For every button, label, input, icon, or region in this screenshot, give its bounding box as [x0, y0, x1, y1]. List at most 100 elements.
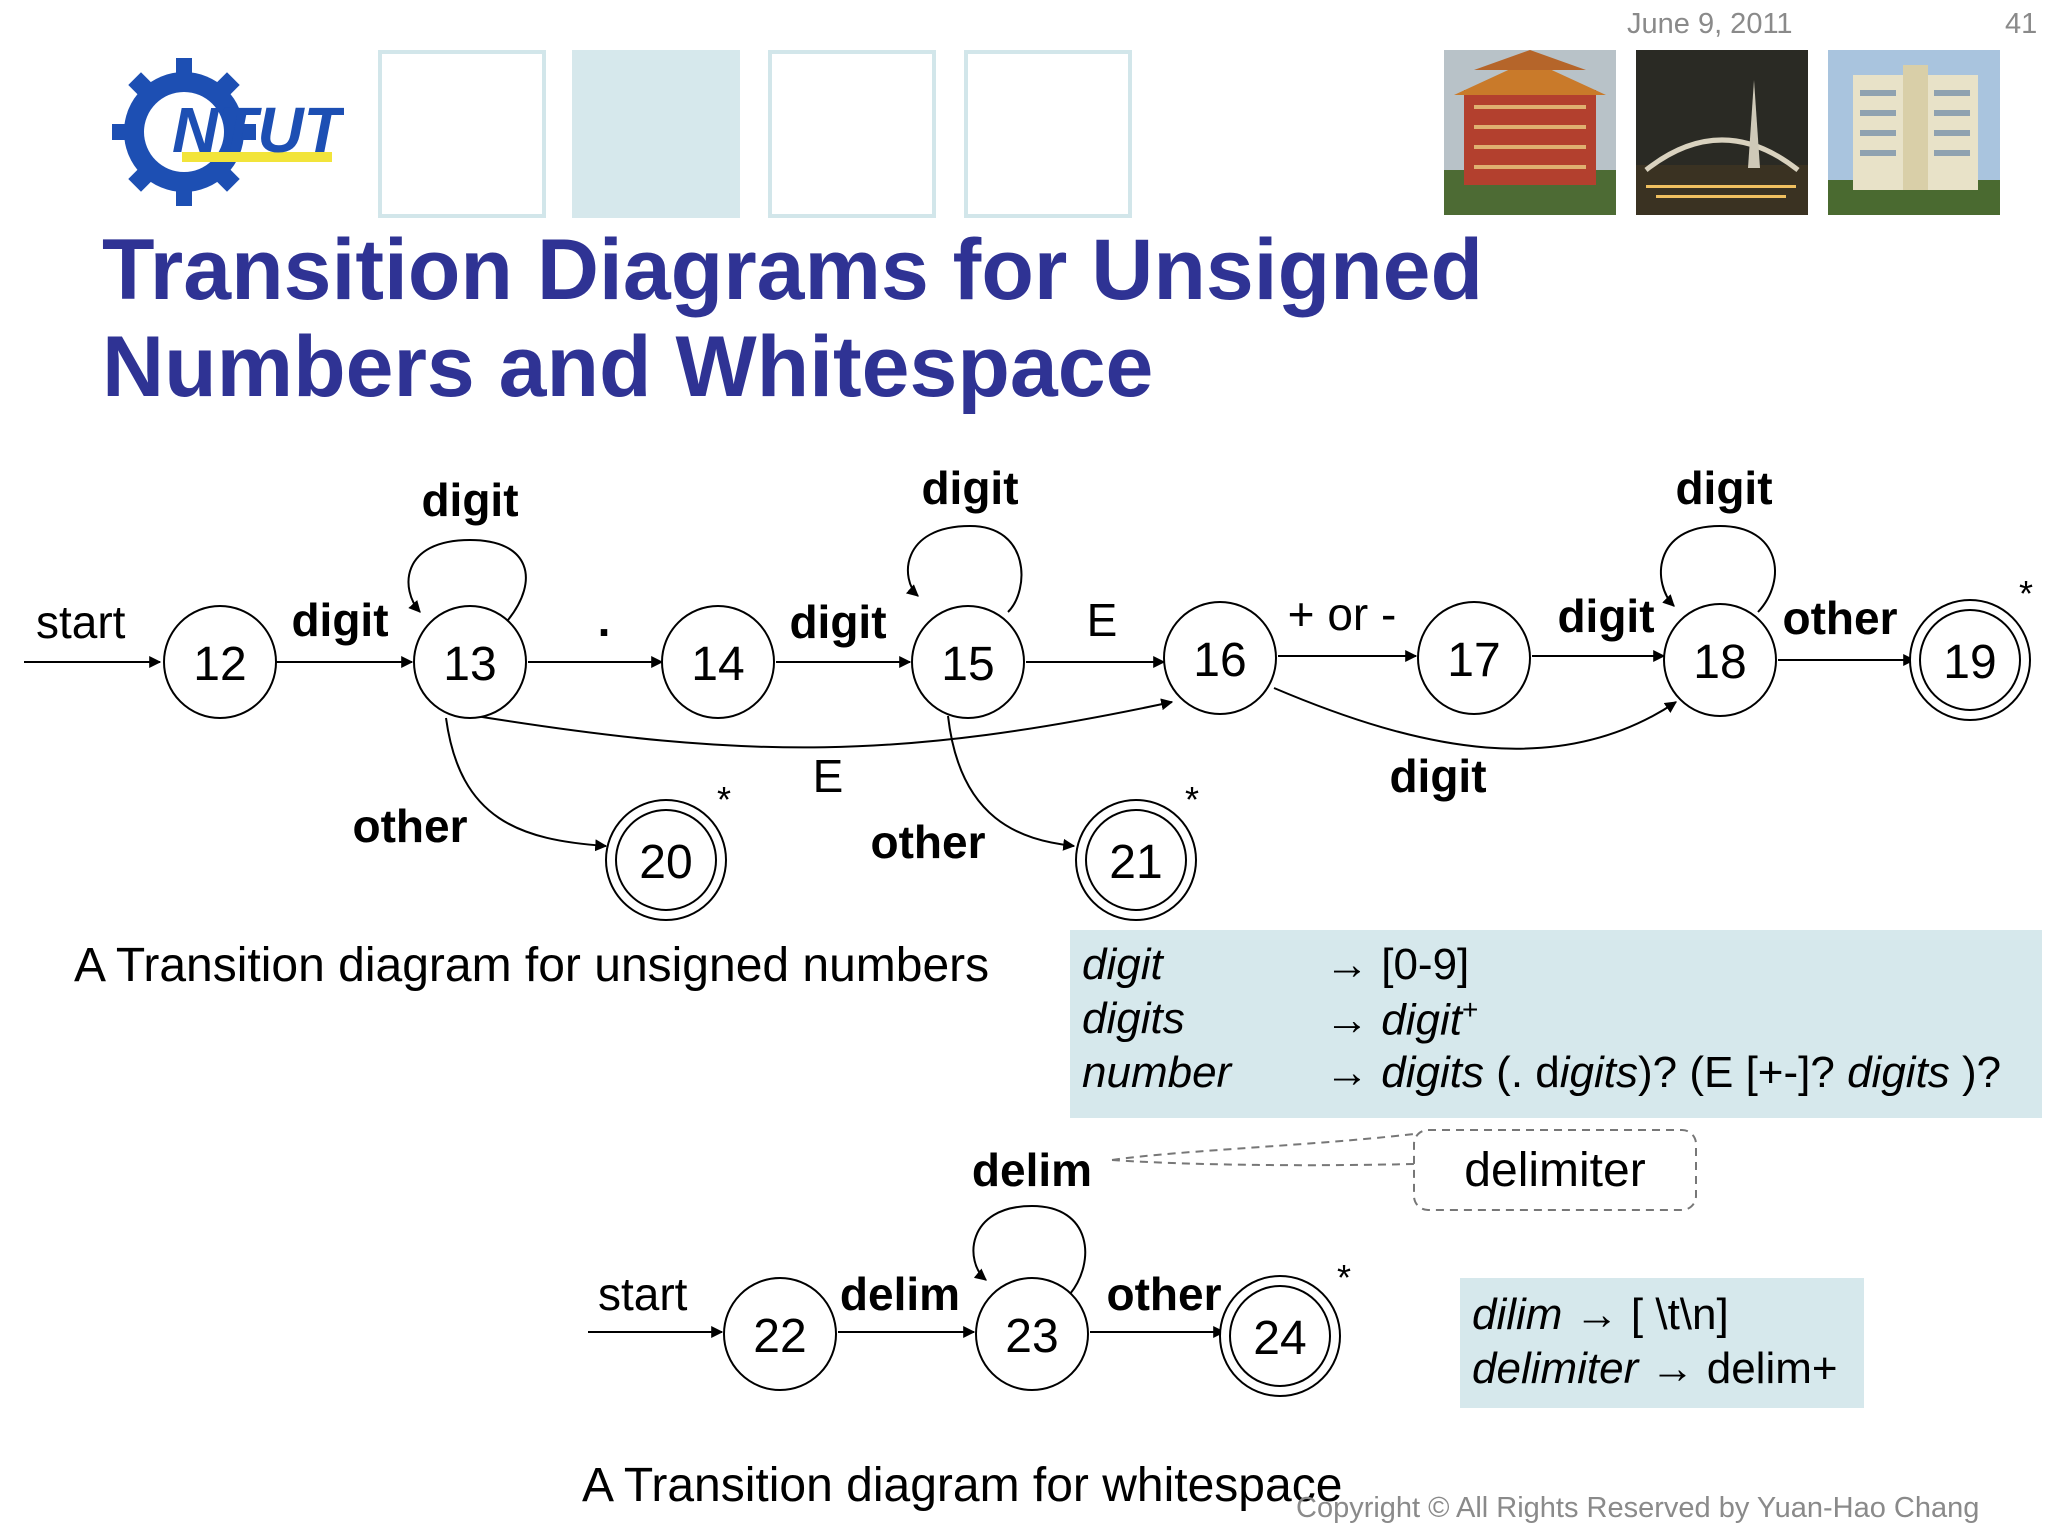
decorative-square [964, 50, 1132, 218]
state-label: 20 [639, 836, 692, 889]
arrow-icon: → [1650, 1344, 1695, 1393]
state-12 [163, 605, 277, 719]
loop-15 [905, 524, 1023, 613]
def-superscript: + [1461, 994, 1479, 1025]
loop-18 [1659, 524, 1776, 613]
state-17 [1417, 601, 1531, 715]
edge-label: digit [1557, 590, 1654, 642]
edge-15-21 [947, 715, 1076, 851]
state-21-inner [1085, 809, 1187, 911]
state-label: 22 [753, 1310, 806, 1363]
ntut-logo: NTUT [112, 58, 344, 206]
retract-star: * [1185, 779, 1199, 820]
decorative-square [572, 50, 740, 218]
state-label: 21 [1109, 836, 1162, 889]
whitespace-definition-box: dilim → [ \t\n] delimiter → delim+ [1460, 1278, 1864, 1408]
arrow-icon: → [1574, 1290, 1619, 1339]
def-lhs: delimiter [1472, 1344, 1639, 1393]
edge-label: delim [840, 1268, 960, 1320]
state-label: 19 [1943, 636, 1996, 689]
loop-23 [972, 1204, 1087, 1295]
copyright-footer: Copyright © All Rights Reserved by Yuan-… [1296, 1492, 1980, 1524]
state-label: 18 [1693, 636, 1746, 689]
edge-label: digit [421, 474, 518, 526]
state-20-inner [615, 809, 717, 911]
edge-16-18 [1273, 687, 1677, 750]
title-line-2: Numbers and Whitespace [102, 319, 1154, 415]
state-label: 24 [1253, 1312, 1306, 1365]
title-line-1: Transition Diagrams for Unsigned [102, 222, 1483, 318]
arrow-icon: → [1325, 1048, 1369, 1097]
edge-label: digit [1389, 750, 1486, 802]
loop-13 [407, 538, 527, 621]
callout-connector [1111, 1131, 1431, 1161]
def-lhs: digits [1082, 994, 1185, 1043]
state-19-outer [1909, 599, 2031, 721]
arrow-icon: → [1325, 940, 1369, 989]
edge-13-20 [445, 717, 608, 852]
edge-label: E [1087, 594, 1118, 646]
campus-building-photo [1828, 50, 2000, 215]
retract-star: * [717, 779, 731, 820]
state-15 [911, 605, 1025, 719]
decorative-square [378, 50, 546, 218]
state-label: 14 [691, 638, 744, 691]
slide-page-number: 41 [2005, 8, 2038, 40]
arrow-icon: → [1325, 995, 1369, 1045]
state-label: 17 [1447, 634, 1500, 687]
number-definition-box: digit → [0-9] digits → digit+ number → d… [1070, 930, 2042, 1118]
state-14 [661, 605, 775, 719]
def-rhs: delim+ [1694, 1344, 1838, 1393]
delimiter-callout-box [1413, 1129, 1697, 1211]
state-24-inner [1229, 1285, 1331, 1387]
def-rhs: [ \t\n] [1618, 1290, 1729, 1339]
state-24-outer [1219, 1275, 1341, 1397]
state-21-outer [1075, 799, 1197, 921]
state-16 [1163, 601, 1277, 715]
def-lhs: digit [1082, 940, 1163, 989]
state-label: 16 [1193, 634, 1246, 687]
def-rhs-part: digits [1847, 1048, 1950, 1097]
edge-label: other [353, 800, 468, 852]
edge-label: other [1783, 592, 1898, 644]
def-lhs: number [1082, 1048, 1232, 1097]
retract-star: * [2019, 573, 2033, 614]
edge-label: other [1107, 1268, 1222, 1320]
edge-label: other [871, 816, 986, 868]
numbers-diagram-caption: A Transition diagram for unsigned number… [74, 939, 990, 992]
edge-label: . [598, 594, 611, 646]
edge-label: + or - [1288, 588, 1397, 640]
state-19-inner [1919, 609, 2021, 711]
state-label: 23 [1005, 1310, 1058, 1363]
night-bridge-photo [1636, 50, 1808, 215]
state-label: 12 [193, 638, 246, 691]
edge-label: E [813, 750, 844, 802]
start-label: start [36, 596, 126, 648]
state-23 [975, 1277, 1089, 1391]
state-label: 13 [443, 638, 496, 691]
def-rhs-part: digits [1381, 1048, 1484, 1097]
def-lhs: dilim [1472, 1290, 1563, 1339]
def-rhs: digit [1381, 995, 1462, 1045]
state-label: 15 [941, 638, 994, 691]
edge-label: digit [291, 594, 388, 646]
retract-star: * [1337, 1257, 1351, 1298]
state-22 [723, 1277, 837, 1391]
edge-label: digit [921, 462, 1018, 514]
edge-13-16 [475, 698, 1174, 749]
slide-title: Transition Diagrams for Unsigned Numbers… [102, 222, 1483, 416]
edge-label: delim [972, 1144, 1092, 1196]
state-18 [1663, 603, 1777, 717]
edge-label: digit [789, 596, 886, 648]
slide-date: June 9, 2011 [1627, 8, 1793, 40]
state-13 [413, 605, 527, 719]
decorative-square [768, 50, 936, 218]
whitespace-diagram-caption: A Transition diagram for whitespace [582, 1459, 1343, 1512]
logo-lettering: NTUT [172, 94, 344, 166]
edge-label: digit [1675, 462, 1772, 514]
def-rhs-part: igits [1559, 1048, 1638, 1097]
state-20-outer [605, 799, 727, 921]
start-label: start [598, 1268, 688, 1320]
def-rhs-part: )? (E [+-]? [1638, 1048, 1848, 1097]
def-rhs-part: )? [1949, 1048, 2002, 1097]
